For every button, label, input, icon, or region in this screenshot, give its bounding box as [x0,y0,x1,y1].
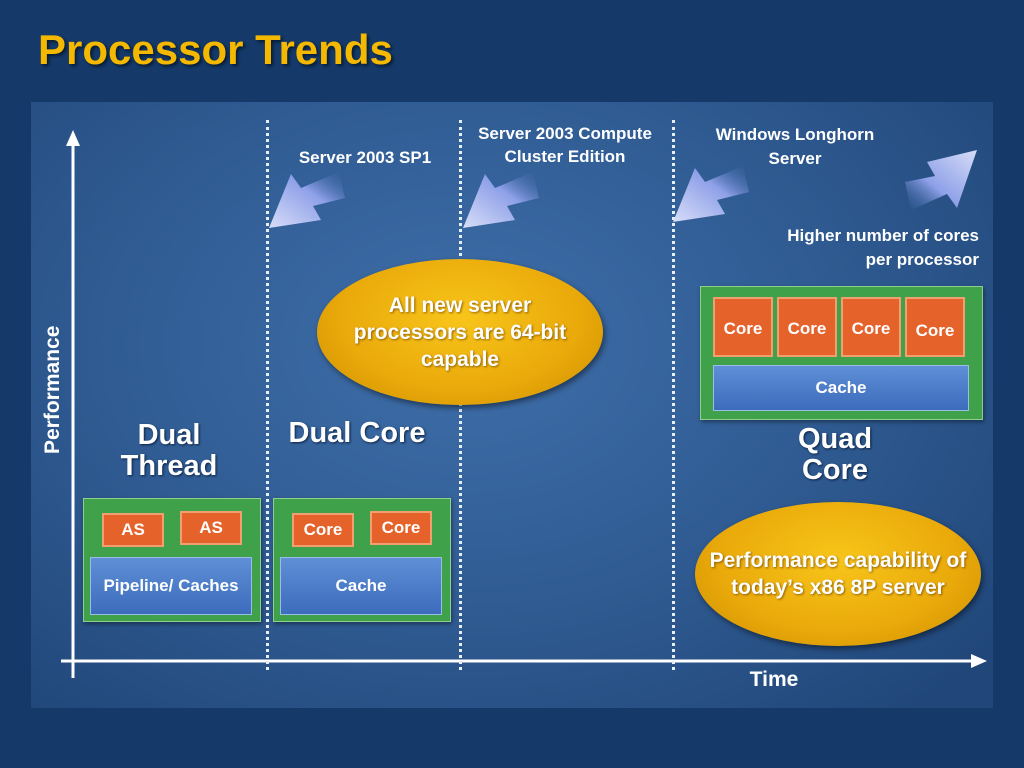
page-title: Processor Trends [38,26,393,73]
milestone-label-sp1: Server 2003 SP1 [298,148,432,167]
unit-core-3: Core [841,297,901,357]
arrow-up-right-icon [905,150,977,210]
unit-core-2: Core [370,511,432,545]
unit-as-1: AS [102,513,164,547]
cache-block: Cache [713,365,969,411]
y-axis-label: Performance [41,325,64,454]
stage-label-dual-core: Dual Core [288,417,426,449]
note-higher-cores: Higher number of cores per processor [787,226,979,269]
milestone-line-sp1 [266,120,269,670]
pipeline-caches-block: Pipeline/ Caches [90,557,252,615]
x-axis-label: Time [749,668,799,691]
note-8p-text: Performance capability of today’s x86 8P… [709,549,967,599]
arrow-icon [673,166,749,222]
arrow-icon [463,172,539,228]
milestone-line-longhorn [672,120,675,670]
unit-core-2: Core [777,297,837,357]
unit-core-1: Core [713,297,773,357]
chip-dual-core: Core Core Cache [273,498,451,622]
unit-as-2: AS [180,511,242,545]
x-axis-arrowhead [971,654,987,668]
note-64bit-text: All new server processors are 64-bit cap… [353,293,567,371]
stage-label-quad-core: Quad Core [797,423,873,486]
note-8p-ellipse: Performance capability of today’s x86 8P… [695,502,981,646]
diagram-panel: Performance Time Server 2003 SP1 Server … [31,102,993,708]
unit-core-1: Core [292,513,354,547]
chip-quad-core: Core Core Core Core Cache [700,286,983,420]
y-axis-arrowhead [66,130,80,146]
arrow-icon [269,172,345,228]
stage-label-dual-thread: Dual Thread [120,419,218,482]
axes [61,130,987,678]
milestone-label-longhorn: Windows Longhorn Server [715,125,875,168]
unit-core-4: Core [905,297,965,357]
milestone-label-cluster: Server 2003 Compute Cluster Edition [478,124,652,166]
cache-block: Cache [280,557,442,615]
note-64bit-ellipse: All new server processors are 64-bit cap… [317,259,603,405]
chip-dual-thread: AS AS Pipeline/ Caches [83,498,261,622]
